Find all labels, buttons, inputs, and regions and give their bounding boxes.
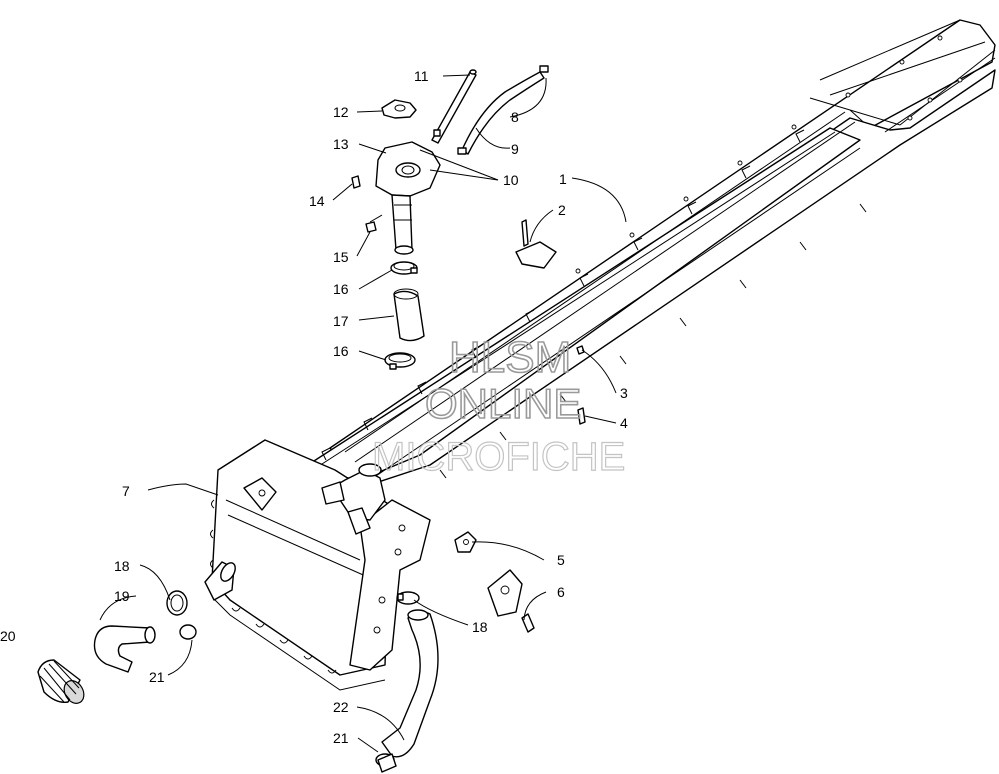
callout-18-front: 18: [472, 619, 488, 635]
callout-14: 14: [309, 193, 325, 209]
rail-clip: [487, 569, 535, 633]
callout-10: 10: [503, 172, 519, 188]
callout-19: 19: [114, 588, 130, 604]
callout-18-rear: 18: [114, 558, 130, 574]
callout-9: 9: [511, 141, 519, 157]
mounting-bracket: [515, 219, 557, 269]
callout-2: 2: [558, 202, 566, 218]
callout-6: 6: [557, 584, 565, 600]
callout-17: 17: [333, 313, 349, 329]
connector-hose: [393, 288, 425, 342]
callout-15: 15: [333, 249, 349, 265]
upper-hose-clamp: [390, 261, 418, 275]
rear-elbow-hose: [93, 625, 156, 673]
callout-21-front: 21: [333, 730, 349, 746]
callout-8: 8: [511, 109, 519, 125]
bottom-hose-clamp: [377, 753, 397, 773]
callout-11: 11: [414, 68, 429, 84]
callout-20: 20: [0, 628, 16, 644]
watermark-line-3: MICROFICHE: [372, 435, 625, 479]
callout-1: 1: [559, 171, 567, 187]
callout-22: 22: [333, 699, 349, 715]
callout-3: 3: [620, 385, 628, 401]
front-bracket: [454, 531, 477, 553]
hose-clips: [433, 65, 549, 155]
rail-screw: [576, 345, 586, 425]
callout-16-upper: 16: [333, 281, 349, 297]
vent-tube: [431, 69, 477, 144]
callout-12: 12: [333, 104, 349, 120]
watermark-line-2: ONLINE: [425, 380, 581, 427]
lower-hose-clamp: [384, 352, 416, 370]
callout-4: 4: [620, 415, 628, 431]
corrugated-hose: [37, 659, 85, 704]
overflow-hose: [461, 71, 545, 155]
filler-neck-assembly: [351, 99, 441, 255]
callout-21-rear: 21: [149, 669, 165, 685]
heat-exchanger-rails: [299, 19, 996, 489]
callout-7: 7: [122, 483, 130, 499]
callout-labels: 1 2 3 4 5 6 7 8 9 10 11 12 13 14 15 16 1…: [0, 68, 628, 746]
coolant-tee-fitting: [321, 463, 386, 535]
callout-16-lower: 16: [333, 343, 349, 359]
rear-hose-clamp-small: [179, 624, 197, 640]
front-hose-clamp: [396, 591, 420, 605]
callout-5: 5: [557, 552, 565, 568]
leader-lines: [99, 74, 627, 753]
callout-13: 13: [333, 136, 349, 152]
watermark: HLSM ONLINE MICROFICHE: [371, 332, 626, 479]
rear-hose-clamp: [166, 590, 188, 616]
watermark-line-1: HLSM: [449, 333, 571, 382]
